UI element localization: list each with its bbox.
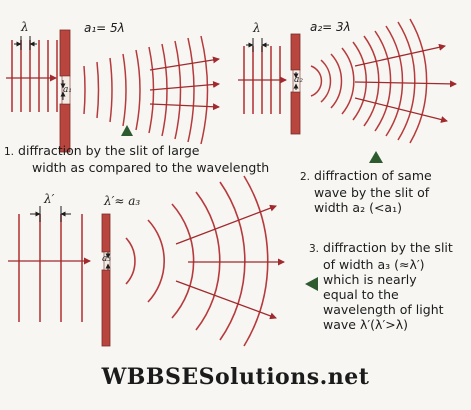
panel-1-width-label: a₁= 5λ [84, 21, 125, 35]
marker-triangle-3 [305, 277, 318, 291]
panel-1-lambda-label: λ [21, 20, 29, 34]
diffracted-arrows [149, 56, 220, 111]
marker-triangle-1 [121, 125, 133, 136]
diffracted-arrows [175, 204, 285, 320]
slit-barrier [290, 33, 301, 135]
panel-1-caption-number: 1. [4, 146, 15, 158]
incident-wavefronts [18, 214, 83, 322]
panel-2-diagram [238, 18, 457, 163]
slit-barrier [59, 29, 71, 153]
panel-3-caption: 3.diffraction by the slit of width a₃ (≈… [309, 240, 471, 332]
panel-3-lambda-label: λ′ [44, 192, 55, 206]
panel-3-caption-line-2: of width a₃ (≈λ′) [323, 257, 425, 272]
panel-3-caption-line-4: equal to the [323, 287, 399, 302]
panel-3-caption-line-1: diffraction by the slit [323, 240, 453, 255]
slit-barrier [101, 213, 111, 347]
wavelength-dimension [30, 206, 71, 222]
panel-3-caption-line-5: wavelength of light [323, 302, 444, 317]
site-watermark: WBBSESolutions.net [101, 364, 370, 390]
panel-2-lambda-label: λ [253, 21, 261, 35]
panel-1-diagram [6, 29, 220, 153]
diffracted-wavefronts [83, 35, 209, 145]
wavelength-dimension [14, 36, 37, 50]
panel-3-caption-line-3: which is nearly [323, 272, 417, 287]
panel-2-caption: 2.diffraction of same wave by the slit o… [300, 168, 470, 215]
panel-2-caption-line-3: width a₂ (<a₁) [314, 200, 402, 215]
incident-wavefronts [11, 40, 58, 112]
panel-2-slit-label: a₂ [294, 75, 303, 85]
panel-2-width-label: a₂= 3λ [310, 20, 351, 34]
diffracted-arrows [354, 43, 457, 123]
panel-2-caption-number: 2. [300, 171, 311, 183]
panel-2-caption-line-1: diffraction of same [314, 168, 432, 183]
panel-1-caption-line-1: diffraction by the slit of large [18, 143, 200, 158]
panel-3-diagram [8, 175, 318, 347]
panel-3-relation-label: λ′≈ a₃ [104, 194, 141, 208]
panel-2-caption-line-2: wave by the slit of [314, 185, 430, 200]
diffracted-wavefronts [125, 175, 269, 347]
panel-1-caption: 1.diffraction by the slit of large width… [4, 143, 304, 175]
panel-3-caption-number: 3. [309, 243, 320, 255]
panel-3-slit-label: a₃ [102, 254, 111, 264]
wavelength-dimension [246, 38, 269, 52]
panel-1-slit-label: a₁ [63, 85, 72, 95]
marker-triangle-2 [369, 151, 383, 163]
panel-3-caption-line-6: wave λ′(λ′>λ) [323, 317, 409, 332]
diffracted-wavefronts [310, 18, 428, 144]
panel-1-caption-line-2: width as compared to the wavelength [32, 160, 270, 175]
